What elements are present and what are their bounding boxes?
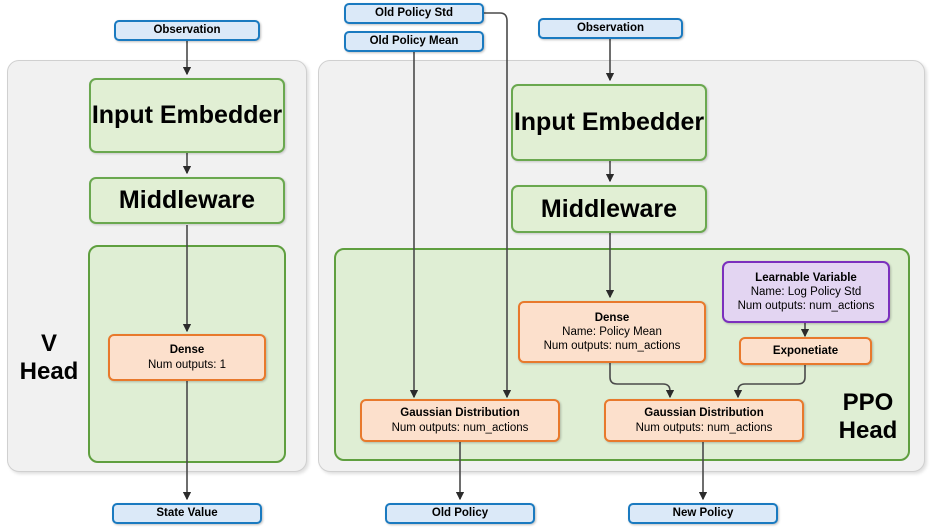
v-head-middleware[interactable]: Middleware	[89, 177, 285, 224]
ppo-head-learnable-variable-title: Learnable Variable	[755, 271, 857, 284]
ppo-head-learnable-variable[interactable]: Learnable Variable Name: Log Policy Std …	[722, 261, 890, 323]
input-observation-v-head[interactable]: Observation	[114, 20, 260, 41]
v-head-input-embedder-label: Input Embedder	[91, 101, 283, 130]
ppo-head-gaussian-new-num-outputs: Num outputs: num_actions	[635, 421, 773, 434]
output-old-policy[interactable]: Old Policy	[385, 503, 535, 524]
input-old-policy-std-label: Old Policy Std	[375, 7, 453, 20]
ppo-head-middleware[interactable]: Middleware	[511, 185, 707, 233]
ppo-head-exponentiate[interactable]: Exponetiate	[739, 337, 872, 365]
ppo-head-middleware-label: Middleware	[540, 194, 678, 223]
v-head-middleware-label: Middleware	[118, 186, 256, 215]
ppo-head-label: PPO Head	[818, 389, 918, 446]
ppo-head-exponentiate-label: Exponetiate	[772, 344, 839, 357]
v-head-dense-num-outputs: Num outputs: 1	[148, 358, 226, 371]
ppo-head-learnable-variable-name: Name: Log Policy Std	[750, 285, 862, 298]
input-observation-v-head-label: Observation	[153, 24, 221, 37]
output-old-policy-label: Old Policy	[431, 507, 489, 520]
ppo-head-dense-num-outputs: Num outputs: num_actions	[543, 340, 681, 352]
output-state-value-label: State Value	[156, 507, 218, 520]
ppo-head-label-line2: Head	[838, 417, 898, 445]
input-old-policy-std[interactable]: Old Policy Std	[344, 3, 484, 24]
ppo-head-input-embedder[interactable]: Input Embedder	[511, 84, 707, 161]
input-observation-ppo-head-label: Observation	[576, 22, 645, 35]
output-new-policy[interactable]: New Policy	[628, 503, 778, 524]
v-head-label: V Head	[14, 330, 84, 387]
ppo-head-gaussian-old-policy[interactable]: Gaussian Distribution Num outputs: num_a…	[360, 399, 560, 442]
output-new-policy-label: New Policy	[672, 507, 734, 520]
ppo-head-gaussian-new-policy[interactable]: Gaussian Distribution Num outputs: num_a…	[604, 399, 804, 442]
input-old-policy-mean[interactable]: Old Policy Mean	[344, 31, 484, 52]
ppo-head-gaussian-old-title: Gaussian Distribution	[400, 407, 520, 420]
ppo-head-label-line1: PPO	[842, 389, 894, 416]
v-head-label-line1: V	[40, 330, 57, 357]
ppo-head-learnable-variable-num-outputs: Num outputs: num_actions	[737, 300, 875, 312]
ppo-head-dense-policy-mean[interactable]: Dense Name: Policy Mean Num outputs: num…	[518, 301, 706, 363]
v-head-dense[interactable]: Dense Num outputs: 1	[108, 334, 266, 381]
v-head-dense-title: Dense	[169, 344, 205, 357]
input-observation-ppo-head[interactable]: Observation	[538, 18, 683, 39]
v-head-input-embedder[interactable]: Input Embedder	[89, 78, 285, 153]
output-state-value[interactable]: State Value	[112, 503, 262, 524]
ppo-head-dense-name: Name: Policy Mean	[562, 325, 662, 338]
v-head-label-line2: Head	[19, 358, 79, 386]
ppo-head-gaussian-old-num-outputs: Num outputs: num_actions	[391, 421, 529, 434]
input-old-policy-mean-label: Old Policy Mean	[369, 35, 459, 48]
ppo-head-input-embedder-label: Input Embedder	[513, 108, 705, 137]
ppo-head-gaussian-new-title: Gaussian Distribution	[644, 407, 764, 420]
ppo-head-dense-title: Dense	[594, 311, 630, 324]
